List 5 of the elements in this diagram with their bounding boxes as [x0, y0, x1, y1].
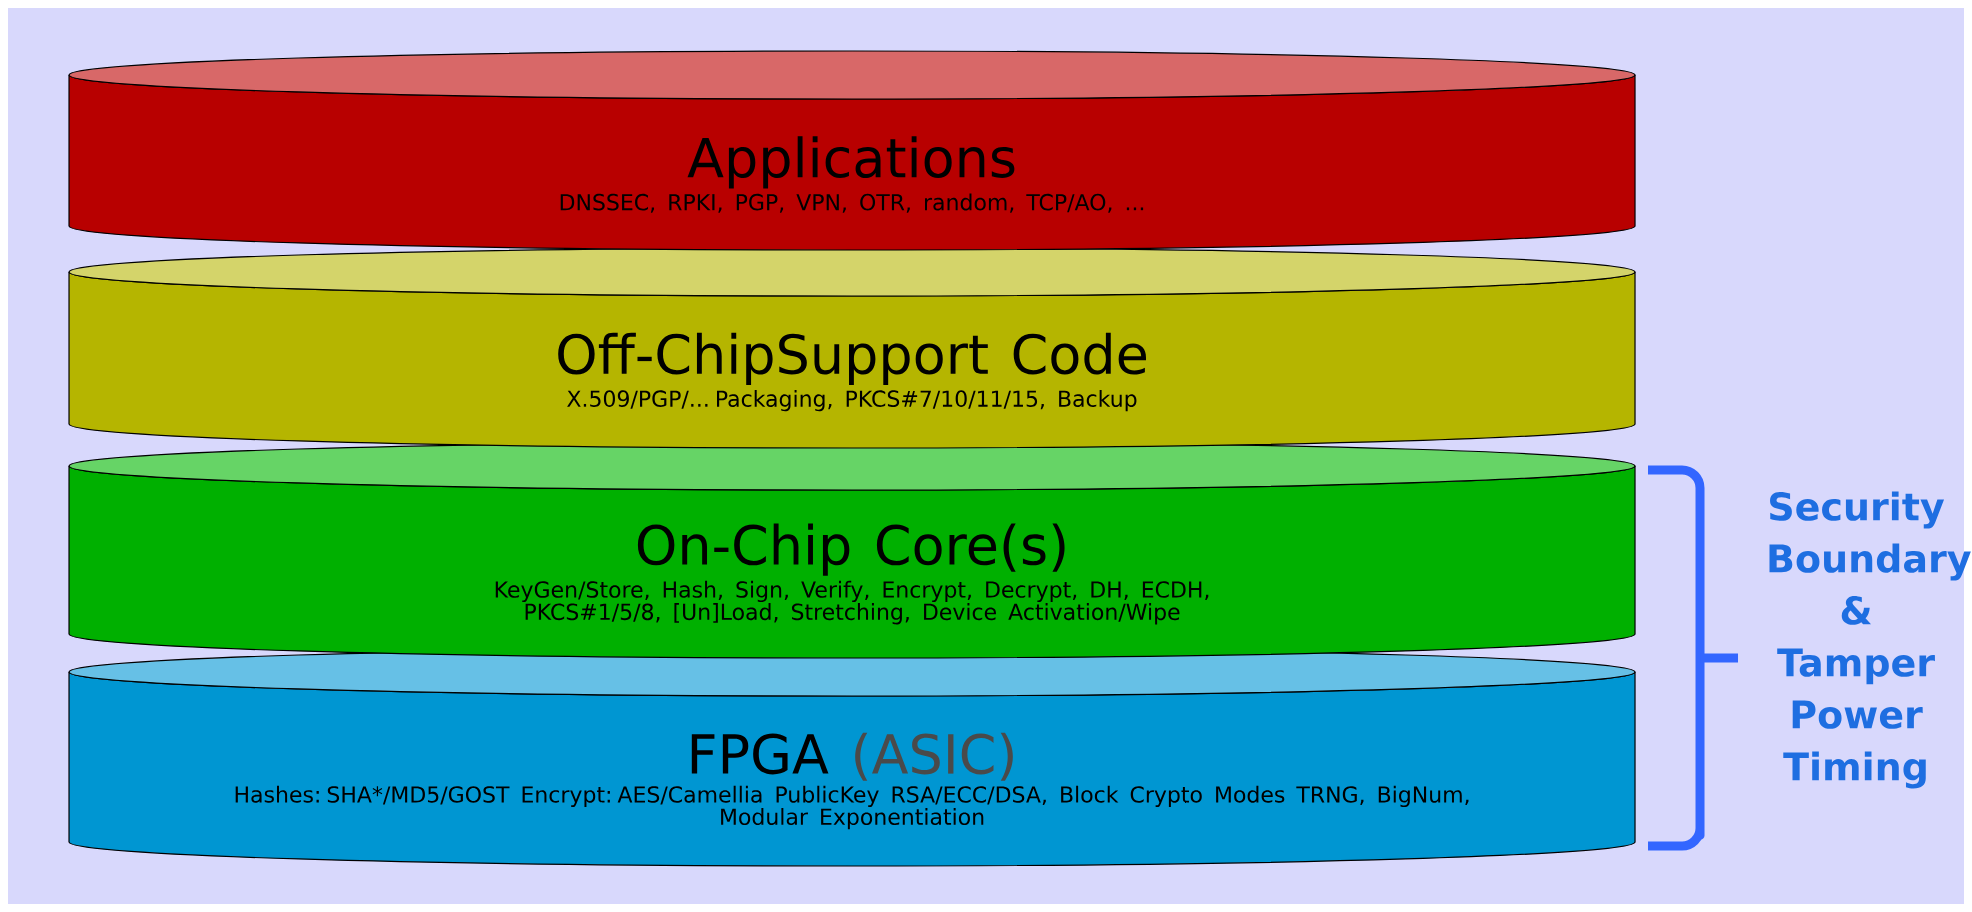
boundary-label: Security Boundary & Tamper Power Timing [1769, 491, 1971, 789]
cylinder-layer: Off-ChipSupport Code X.509/PGP/... Packaging, PKCS#7/10/11/15, Backup [68, 247, 1636, 449]
cylinder-layer: FPGA (ASIC) Hashes: SHA*/MD5/GOST Encrypt: AES/Camellia PublicKey RSA/ECC/DSA, Block Crypto Modes TRNG, BigNum, Modular Exponentiation [68, 647, 1636, 867]
cylinder-layer: Applications DNSSEC, RPKI, PGP, VPN, OTR, random, TCP/AO, ... [68, 50, 1636, 251]
cylinder-layer: On-Chip Core(s) KeyGen/Store, Hash, Sign, Verify, Encrypt, Decrypt, DH, ECDH, PKCS#1/5/8, [Un]Load, Stretching, Device Activation/Wipe [68, 441, 1636, 659]
